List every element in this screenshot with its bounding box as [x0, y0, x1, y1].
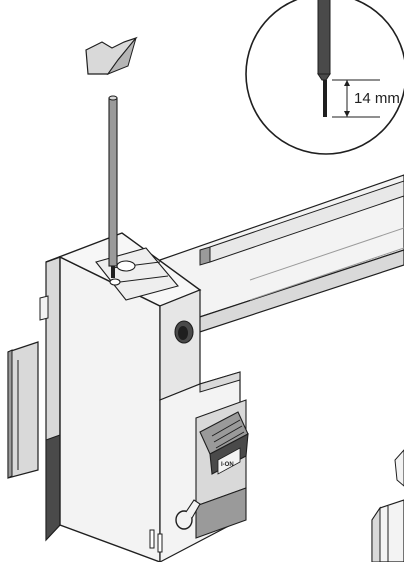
- strip-length-label: 14 mm: [354, 90, 400, 107]
- rail-release-ring: [175, 510, 193, 530]
- toggle-on-label: I-ON: [221, 462, 234, 468]
- circuit-breaker: I-ON: [39, 232, 249, 562]
- din-rail: [159, 174, 404, 346]
- wire: [108, 95, 118, 278]
- adjacent-device-fragment: [371, 449, 404, 562]
- toggle-lever: I-ON: [199, 411, 249, 475]
- din-rail-left-end: [7, 341, 39, 479]
- strip-length-detail: 14 mm: [245, 0, 404, 155]
- insertion-arrow-icon: [85, 36, 138, 76]
